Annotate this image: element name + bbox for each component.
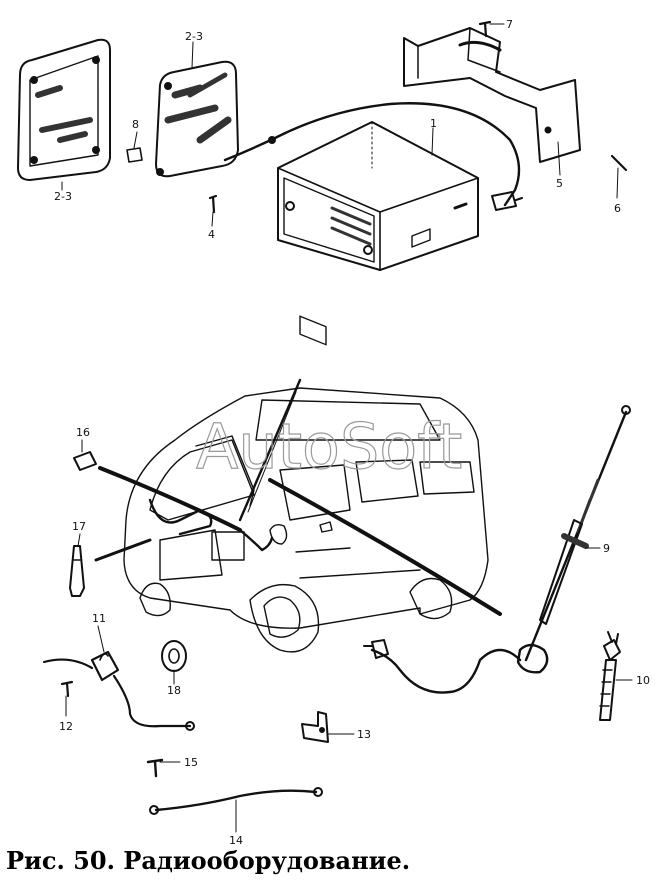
callout-11: 11 [92, 612, 106, 625]
callout-15: 15 [184, 756, 198, 769]
connector-plug [491, 191, 523, 211]
antenna [516, 405, 631, 674]
holder-17-part [69, 545, 85, 597]
radio-unit [277, 121, 479, 346]
clip-8-part [126, 147, 143, 163]
screw-12-part [60, 680, 74, 698]
speaker-grille-cover [17, 38, 111, 181]
leader-lines [61, 23, 633, 833]
screw-6-part [610, 154, 628, 172]
screw-4-part [208, 194, 218, 214]
callout-18: 18 [167, 684, 181, 697]
antenna-cable-routing [98, 466, 502, 616]
antenna-plug [363, 639, 389, 659]
callout-14: 14 [229, 834, 243, 847]
antenna-lead-cable [370, 648, 522, 694]
callout-10: 10 [636, 674, 650, 687]
callout-7: 7 [506, 18, 513, 31]
grommet [161, 640, 187, 672]
callout-6: 6 [614, 202, 621, 215]
callout-5: 5 [556, 177, 563, 190]
van-outline [123, 387, 489, 653]
watermark-text: AutoSoft [196, 410, 462, 483]
callout-2-3-bottom: 2-3 [54, 190, 72, 203]
callout-1: 1 [430, 117, 437, 130]
callout-9: 9 [603, 542, 610, 555]
callout-17: 17 [72, 520, 86, 533]
callout-4: 4 [208, 228, 215, 241]
noise-filter [42, 650, 195, 731]
speaker [155, 60, 239, 178]
screw-7-part [478, 20, 492, 38]
mounting-bracket [403, 27, 581, 163]
van-antenna-rod [238, 378, 302, 522]
figure-caption: Рис. 50. Радиооборудование. [6, 846, 411, 875]
screw-15-part [146, 758, 164, 778]
bracket-13-part [301, 711, 329, 743]
callout-8: 8 [132, 118, 139, 131]
ground-strap [154, 789, 318, 812]
cap-16-part [73, 451, 97, 471]
callout-16: 16 [76, 426, 90, 439]
antenna-bracket-strap [599, 631, 621, 721]
callout-12: 12 [59, 720, 73, 733]
callout-2-3-top: 2-3 [185, 30, 203, 43]
callout-13: 13 [357, 728, 371, 741]
